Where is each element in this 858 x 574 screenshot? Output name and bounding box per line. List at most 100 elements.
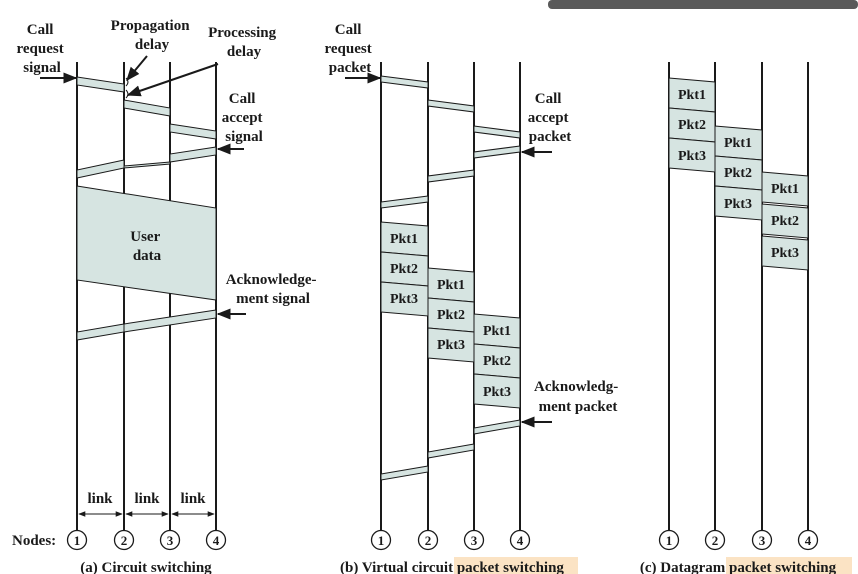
node-circle-c-1: 1: [658, 529, 680, 551]
call-request-packet-band-1: [380, 75, 429, 89]
node-circle-b-1: 1: [370, 529, 392, 551]
processing-delay-label: Processing delay: [208, 25, 280, 60]
svg-text:2: 2: [425, 533, 432, 548]
svg-text:1: 1: [666, 533, 673, 548]
call-accept-packet-band-1: [473, 145, 521, 159]
dg-pkt1-hop3: Pkt1: [761, 171, 809, 207]
dg-pkt2-hop3: Pkt2: [761, 203, 809, 239]
call-request-band-1: [76, 76, 125, 93]
svg-text:Pkt1: Pkt1: [771, 182, 799, 197]
svg-text:Pkt1: Pkt1: [390, 232, 418, 247]
svg-text:Pkt1: Pkt1: [678, 88, 706, 103]
ack-packet-label: Acknowledg- ment packet: [534, 379, 622, 415]
svg-text:Pkt3: Pkt3: [483, 385, 511, 400]
node-circle-c-4: 4: [797, 529, 819, 551]
svg-text:1: 1: [74, 533, 81, 548]
svg-text:Pkt2: Pkt2: [437, 308, 465, 323]
call-accept-packet-band-3: [380, 195, 429, 209]
vc-pkt2-hop2: Pkt2: [427, 297, 475, 333]
vc-pkt3-hop1: Pkt3: [380, 281, 429, 317]
processing-delay-bracket: [125, 89, 129, 99]
vc-pkt1-hop3: Pkt1: [473, 313, 521, 349]
panel-virtual-circuit: Pkt1 Pkt2 Pkt3 Pkt1 Pkt2 Pkt3 Pkt1 Pkt2: [325, 22, 622, 574]
svg-text:Pkt2: Pkt2: [390, 262, 418, 277]
panel-circuit-switching: Call request signal Propagation delay Pr…: [12, 18, 321, 574]
ack-signal-label: Acknowledge- ment signal: [226, 272, 321, 307]
svg-text:Pkt2: Pkt2: [771, 214, 799, 229]
call-request-packet-label: Call request packet: [325, 22, 376, 76]
node-circle-a-4: 4: [205, 529, 227, 551]
vc-pkt3-hop3: Pkt3: [473, 373, 521, 409]
link-label-1: link: [87, 491, 113, 507]
dg-pkt3-hop1: Pkt3: [668, 137, 716, 173]
dg-pkt3-hop3: Pkt3: [761, 235, 809, 271]
call-request-packet-band-3: [473, 125, 521, 139]
call-accept-packet-band-2: [427, 169, 475, 183]
ack-packet-band-1: [473, 419, 521, 435]
vc-pkt2-hop1: Pkt2: [380, 251, 429, 287]
call-accept-band-2: [123, 161, 171, 169]
svg-text:2: 2: [712, 533, 719, 548]
svg-text:Pkt3: Pkt3: [437, 338, 465, 353]
caption-circuit-switching: (a) Circuit switching: [80, 560, 212, 574]
propagation-delay-arrow: [126, 55, 148, 82]
ack-packet-band-3: [380, 465, 429, 481]
node-circle-c-3: 3: [751, 529, 773, 551]
dg-pkt1-hop1: Pkt1: [668, 77, 716, 113]
caption-highlight-b: [454, 557, 578, 574]
call-request-band-3: [169, 123, 217, 140]
svg-text:Pkt1: Pkt1: [437, 278, 465, 293]
nodes-label: Nodes:: [12, 533, 56, 549]
node-circle-b-3: 3: [463, 529, 485, 551]
user-data-band: [76, 185, 217, 301]
vc-pkt1-hop2: Pkt1: [427, 267, 475, 303]
node-circle-b-2: 2: [417, 529, 439, 551]
svg-text:1: 1: [378, 533, 385, 548]
top-bar: [548, 0, 858, 9]
svg-text:4: 4: [213, 533, 220, 548]
svg-text:Pkt3: Pkt3: [771, 246, 799, 261]
call-accept-band-1: [169, 146, 217, 163]
vc-pkt1-hop1: Pkt1: [380, 221, 429, 257]
svg-text:3: 3: [759, 533, 766, 548]
panel-datagram: Pkt1 Pkt2 Pkt3 Pkt1 Pkt2 Pkt3 Pkt1 Pkt2: [640, 62, 852, 574]
call-accept-packet-label: Call accept packet: [528, 91, 573, 145]
vc-pkt3-hop2: Pkt3: [427, 327, 475, 363]
dg-pkt1-hop2: Pkt1: [714, 125, 763, 161]
caption-datagram: (c) Datagram packet switching: [640, 560, 837, 574]
svg-text:4: 4: [805, 533, 812, 548]
vc-pkt2-hop3: Pkt2: [473, 343, 521, 379]
user-data-label: User data: [130, 229, 163, 264]
call-accept-band-3: [76, 159, 125, 179]
link-label-3: link: [180, 491, 206, 507]
svg-text:2: 2: [121, 533, 128, 548]
svg-text:Pkt3: Pkt3: [678, 149, 706, 164]
processing-delay-arrow: [126, 63, 219, 97]
call-request-packet-band-2: [427, 99, 475, 113]
node-circle-a-2: 2: [113, 529, 135, 551]
svg-text:Pkt2: Pkt2: [483, 354, 511, 369]
dg-pkt2-hop2: Pkt2: [714, 155, 763, 191]
ack-band-2: [76, 323, 125, 341]
svg-text:Pkt3: Pkt3: [390, 292, 418, 307]
call-request-band-2: [123, 99, 171, 117]
svg-text:4: 4: [517, 533, 524, 548]
caption-highlight-c: [726, 557, 852, 574]
svg-text:Pkt2: Pkt2: [678, 118, 706, 133]
link-label-2: link: [134, 491, 160, 507]
svg-text:Pkt1: Pkt1: [483, 324, 511, 339]
svg-text:3: 3: [471, 533, 478, 548]
svg-text:Pkt3: Pkt3: [724, 197, 752, 212]
node-circle-c-2: 2: [704, 529, 726, 551]
node-circle-a-3: 3: [159, 529, 181, 551]
node-circle-b-4: 4: [509, 529, 531, 551]
call-accept-signal-label: Call accept signal: [222, 91, 267, 145]
propagation-delay-label: Propagation delay: [111, 18, 194, 53]
svg-text:3: 3: [167, 533, 174, 548]
node-circle-a-1: 1: [66, 529, 88, 551]
svg-text:Pkt2: Pkt2: [724, 166, 752, 181]
dg-pkt3-hop2: Pkt3: [714, 185, 763, 221]
ack-packet-band-2: [427, 443, 475, 459]
svg-text:Pkt1: Pkt1: [724, 136, 752, 151]
